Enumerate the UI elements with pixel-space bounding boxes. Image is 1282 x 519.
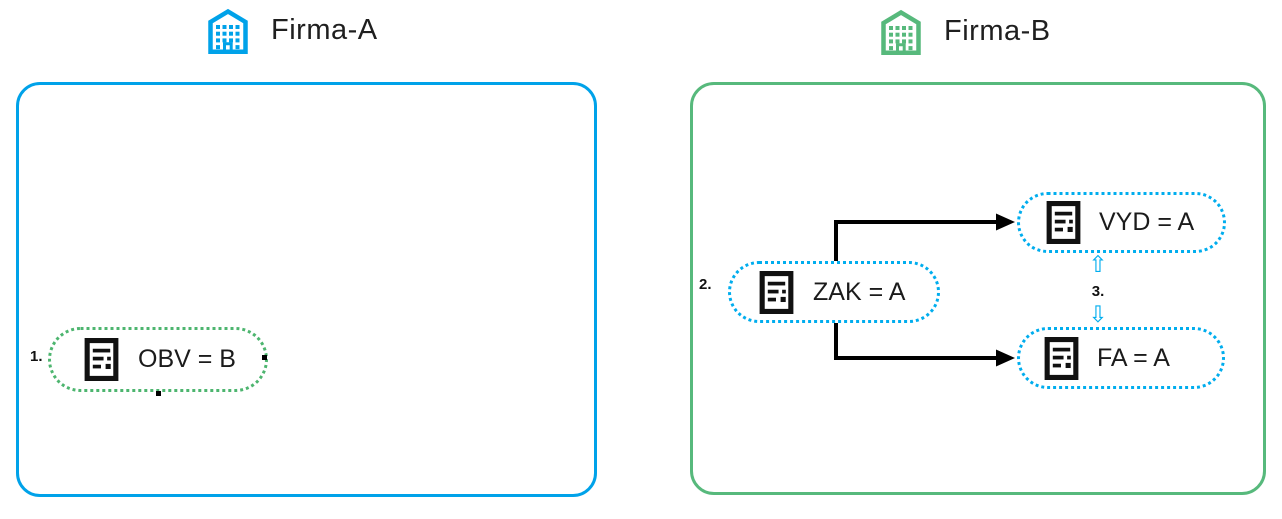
document-icon <box>1046 201 1081 244</box>
node-fa: FA = A <box>1017 327 1225 389</box>
up-arrow-icon: ⇧ <box>1088 252 1108 278</box>
company-title-firma-b: Firma-B <box>944 14 1051 47</box>
document-icon <box>759 270 794 314</box>
step-label-3: 3. <box>1091 282 1105 300</box>
node-obv: OBV = B <box>48 327 268 392</box>
step-label-2: 2. <box>699 276 712 293</box>
stray-dot <box>262 355 267 360</box>
building-icon <box>208 8 248 55</box>
node-label: FA = A <box>1097 343 1170 372</box>
node-label: OBV = B <box>138 345 236 373</box>
document-icon <box>84 338 119 381</box>
firma-b-header: Firma-B <box>876 5 1051 57</box>
document-icon <box>1044 336 1079 380</box>
down-arrow-icon: ⇩ <box>1088 302 1108 329</box>
step-label-1: 1. <box>30 348 43 365</box>
node-vyd: VYD = A <box>1017 192 1226 253</box>
firma-a-header: Firma-A <box>203 4 378 56</box>
node-zak: ZAK = A <box>728 261 940 323</box>
step-3-group: ⇧ 3. ⇩ <box>1079 252 1117 329</box>
stray-dot <box>156 391 161 396</box>
firma-a-container <box>16 82 597 497</box>
node-label: ZAK = A <box>813 277 906 306</box>
building-icon <box>881 9 921 56</box>
node-label: VYD = A <box>1099 208 1195 236</box>
firma-b-container <box>690 82 1266 495</box>
company-title-firma-a: Firma-A <box>271 13 378 46</box>
